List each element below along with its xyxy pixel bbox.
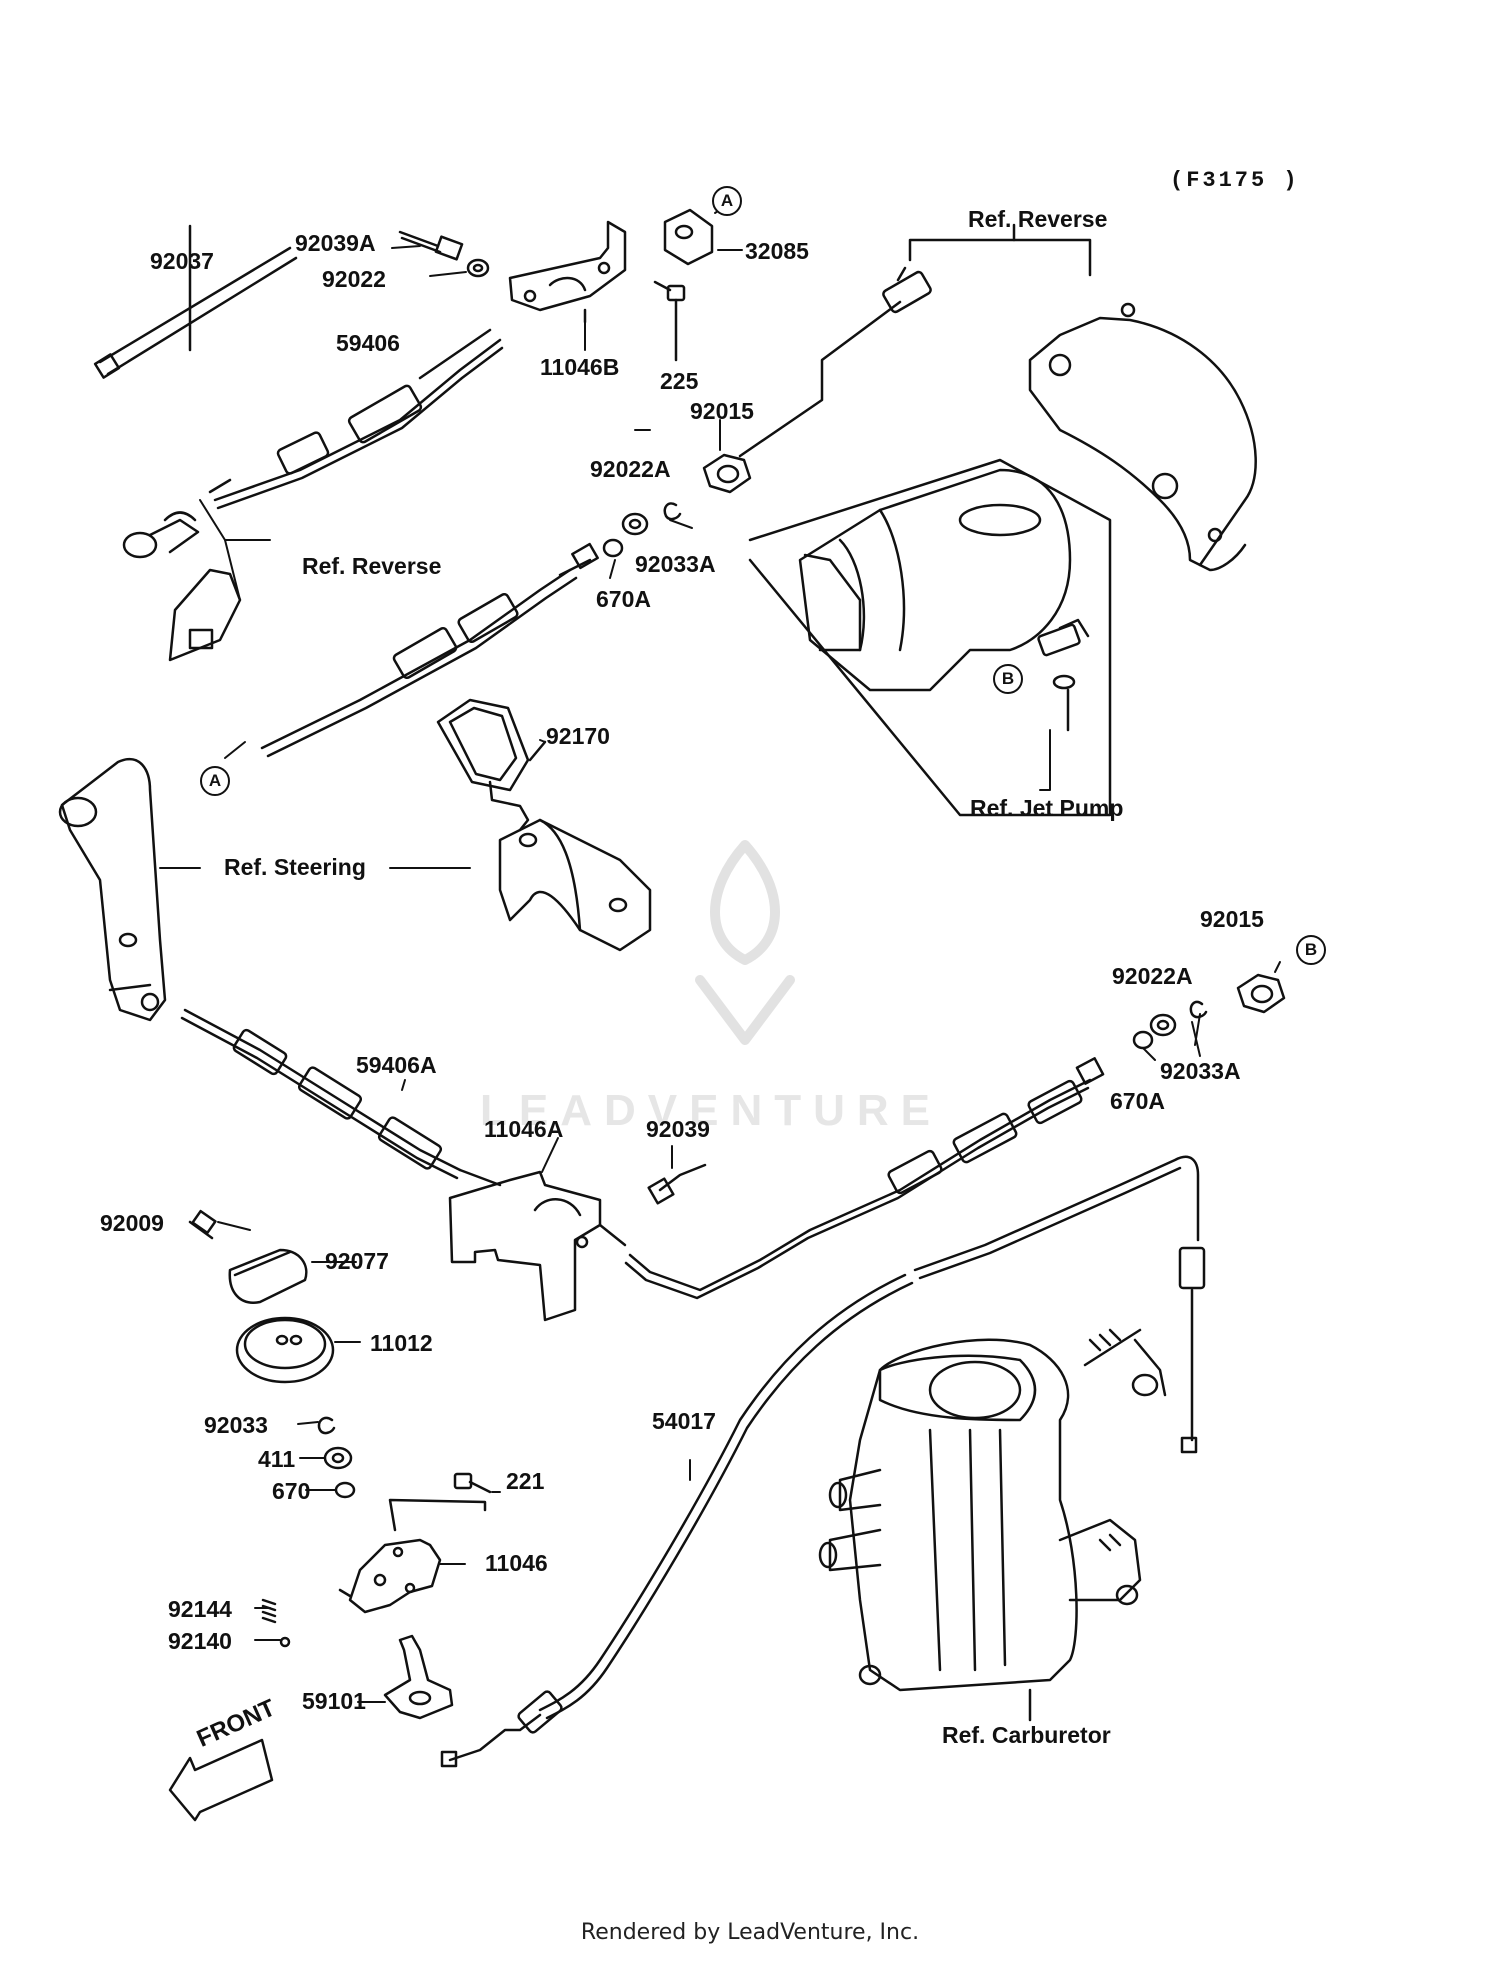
block-32085 (663, 208, 714, 266)
pin-92039 (647, 1163, 707, 1205)
leader-lines (159, 197, 1281, 1721)
carburetor (818, 1328, 1167, 1722)
label-92170: 92170 (546, 723, 610, 749)
label-92039: 92039 (646, 1116, 710, 1142)
knob-92077 (188, 1209, 308, 1304)
bolt-225 (653, 280, 686, 362)
label-92144: 92144 (168, 1596, 232, 1622)
label-92015-top: 92015 (690, 398, 754, 424)
label-670A-top: 670A (596, 586, 651, 612)
bracket-11046A (448, 1170, 627, 1322)
cable-59406A (180, 1008, 502, 1187)
nut-92015-top (702, 453, 752, 494)
label-59101: 59101 (302, 1688, 366, 1714)
label-11012: 11012 (370, 1330, 433, 1356)
washer-set-top (602, 502, 682, 558)
pin-92039A (398, 230, 490, 278)
cable-59406 (208, 328, 504, 510)
label-92033A-top: 92033A (635, 551, 716, 577)
label-670A-right: 670A (1110, 1088, 1165, 1114)
label-11046: 11046 (485, 1550, 548, 1576)
label-32085: 32085 (745, 238, 809, 264)
lever-59101 (383, 1634, 454, 1720)
label-92022: 92022 (322, 266, 386, 292)
label-54017: 54017 (652, 1408, 716, 1434)
cable-right-upper (624, 1057, 1105, 1300)
label-59406: 59406 (336, 330, 400, 356)
marker-a-bottom: A (200, 766, 230, 796)
steering-clamp (498, 818, 652, 952)
throttle-cable-54017 (440, 1155, 1206, 1768)
label-59406A: 59406A (356, 1052, 437, 1078)
steering-arm (58, 757, 167, 1022)
front-arrow-shape (168, 1738, 274, 1822)
label-411: 411 (258, 1446, 296, 1472)
label-92077: 92077 (325, 1248, 389, 1274)
watermark-text: LEADVENTURE (480, 1086, 943, 1135)
washer-set-lower-left (317, 1416, 356, 1499)
label-92015-right: 92015 (1200, 906, 1264, 932)
marker-b-pump: B (993, 664, 1023, 694)
label-670: 670 (272, 1478, 311, 1504)
cable-lower-mid (260, 542, 599, 758)
jet-pump-fitting (1037, 618, 1090, 732)
jet-pump (748, 458, 1112, 817)
marker-b-right: B (1296, 935, 1326, 965)
label-11046B: 11046B (540, 354, 620, 380)
footer-credit: Rendered by LeadVenture, Inc. (580, 1920, 920, 1945)
bracket-11046 (338, 1498, 487, 1614)
screw-221 (453, 1472, 492, 1494)
label-225: 225 (660, 368, 699, 394)
ref-carburetor: Ref. Carburetor (942, 1722, 1111, 1748)
watermark-logo (695, 840, 795, 1045)
ref-steering: Ref. Steering (224, 854, 366, 880)
ref-reverse-left: Ref. Reverse (302, 553, 442, 579)
reverse-linkage-left (122, 511, 242, 662)
ref-jet-pump: Ref. Jet Pump (970, 795, 1124, 821)
label-92037: 92037 (150, 248, 214, 274)
reverse-bucket (1028, 302, 1257, 572)
cable-routing-top (738, 223, 1092, 458)
label-92022A-right: 92022A (1112, 963, 1193, 989)
label-221: 221 (506, 1468, 545, 1494)
diagram-code: (F3175 ) (1170, 168, 1300, 193)
ref-reverse-top: Ref. Reverse (968, 206, 1108, 232)
bracket-11046B (508, 220, 627, 324)
label-92039A: 92039A (295, 230, 376, 256)
marker-a-top: A (712, 186, 742, 216)
dial-11012 (235, 1316, 335, 1384)
label-92022A-top: 92022A (590, 456, 671, 482)
label-92140: 92140 (168, 1628, 232, 1654)
label-11046A: 11046A (484, 1116, 564, 1142)
label-92033: 92033 (204, 1412, 268, 1438)
cable-tie-92037 (93, 224, 298, 379)
strap-92170 (436, 698, 547, 832)
label-92009: 92009 (100, 1210, 164, 1236)
label-92033A-right: 92033A (1160, 1058, 1241, 1084)
